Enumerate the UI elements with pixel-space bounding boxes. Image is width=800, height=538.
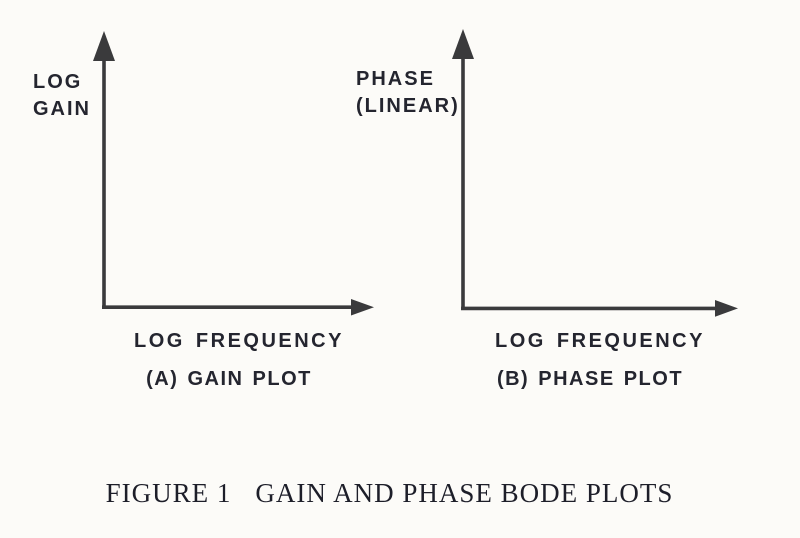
phase-y-axis-label-line2: (LINEAR)	[356, 95, 460, 117]
gain-plot-subtitle: (A) GAIN PLOT	[146, 368, 312, 390]
phase-x-axis-arrowhead-icon	[715, 300, 738, 317]
figure-caption-title: GAIN AND PHASE BODE PLOTS	[255, 478, 674, 508]
figure-caption: FIGURE 1 GAIN AND PHASE BODE PLOTS	[0, 478, 779, 509]
gain-y-axis-label-line1: LOG	[33, 71, 83, 93]
gain-x-axis-label: LOG FREQUENCY	[134, 330, 344, 352]
figure-caption-label: FIGURE 1	[105, 478, 232, 508]
phase-plot-axes	[452, 29, 738, 317]
phase-plot-subtitle: (B) PHASE PLOT	[496, 368, 684, 390]
gain-x-axis-arrowhead-icon	[351, 299, 374, 316]
phase-y-axis-arrowhead-icon	[452, 29, 474, 59]
gain-y-axis-arrowhead-icon	[93, 31, 115, 61]
phase-y-axis-label-line1: PHASE	[356, 68, 435, 90]
gain-plot-axes	[93, 31, 374, 316]
gain-y-axis-label-line2: GAIN	[33, 98, 91, 120]
phase-y-axis-label: PHASE (LINEAR)	[356, 66, 460, 120]
phase-x-axis-label: LOG FREQUENCY	[495, 330, 705, 352]
gain-y-axis-label: LOG GAIN	[33, 69, 91, 123]
